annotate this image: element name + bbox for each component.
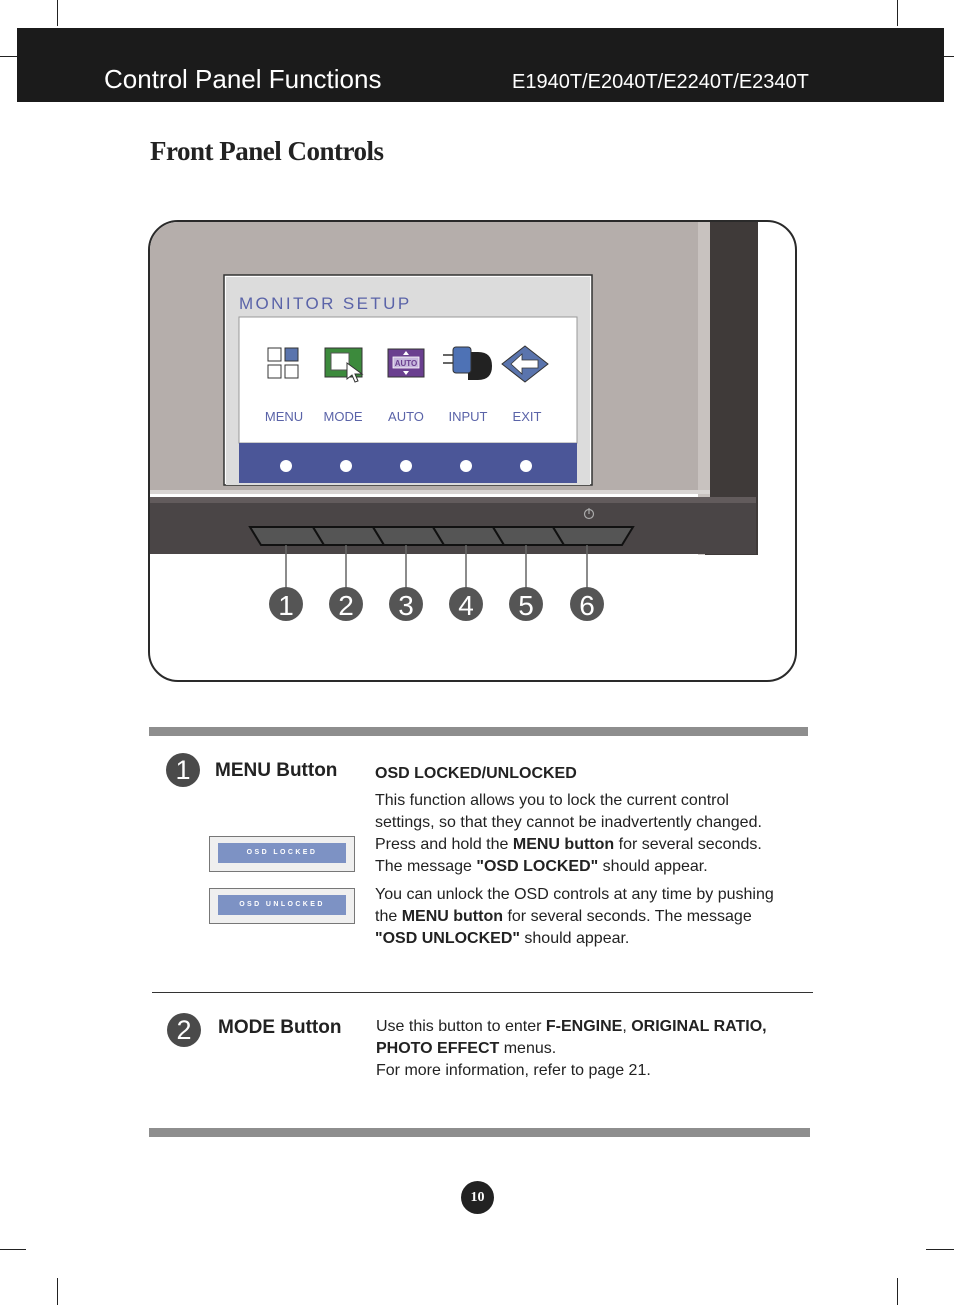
section-divider bbox=[152, 992, 813, 993]
callout-1 bbox=[269, 587, 303, 621]
callout-4 bbox=[449, 587, 483, 621]
front-panel-figure: MONITOR SETUP AUTO bbox=[148, 220, 797, 682]
page-heading: Front Panel Controls bbox=[150, 136, 384, 166]
hw-button-6-power[interactable] bbox=[551, 526, 635, 546]
power-icon bbox=[583, 508, 595, 520]
page-number: 10 bbox=[461, 1181, 494, 1214]
crop-mark bbox=[0, 1249, 26, 1250]
menu-paragraph-2: You can unlock the OSD controls at any t… bbox=[375, 886, 774, 947]
crop-mark bbox=[57, 1278, 58, 1305]
callout-2-label: 2 bbox=[338, 590, 354, 621]
exit-icon bbox=[501, 345, 549, 383]
header-models: E1940T/E2040T/E2240T/E2340T bbox=[512, 71, 809, 93]
mode-paragraph: Use this button to enter F-ENGINE, ORIGI… bbox=[376, 1018, 767, 1079]
osd-dot bbox=[400, 460, 412, 472]
osd-locked-message: OSD LOCKED bbox=[209, 836, 355, 872]
mode-icon bbox=[324, 347, 364, 383]
osd-unlocked-label: OSD UNLOCKED bbox=[218, 895, 346, 915]
front-buttons bbox=[248, 526, 635, 546]
callout-4-label: 4 bbox=[458, 590, 474, 621]
header-title: Control Panel Functions bbox=[104, 64, 382, 94]
crop-mark bbox=[897, 1278, 898, 1305]
auto-icon: AUTO bbox=[387, 348, 425, 378]
callout-3-label: 3 bbox=[398, 590, 414, 621]
callout-6 bbox=[570, 587, 604, 621]
crop-mark bbox=[57, 0, 58, 26]
section-number-1: 1 bbox=[166, 753, 200, 787]
osd-locked-label: OSD LOCKED bbox=[218, 843, 346, 863]
osd-dot bbox=[280, 460, 292, 472]
osd-label-auto: AUTO bbox=[388, 409, 424, 424]
osd-dot bbox=[460, 460, 472, 472]
mode-button-title: MODE Button bbox=[218, 1017, 342, 1038]
osd-label-menu: MENU bbox=[265, 409, 303, 424]
section-rule-top bbox=[149, 727, 808, 736]
auto-icon-label: AUTO bbox=[395, 359, 418, 368]
hw-button-5[interactable] bbox=[491, 526, 566, 546]
osd-unlocked-message: OSD UNLOCKED bbox=[209, 888, 355, 924]
osd-dot bbox=[340, 460, 352, 472]
osd-dot bbox=[520, 460, 532, 472]
osd-label-mode: MODE bbox=[324, 409, 363, 424]
callout-1-label: 1 bbox=[278, 590, 294, 621]
menu-subtitle: OSD LOCKED/UNLOCKED bbox=[375, 765, 577, 782]
crop-mark bbox=[926, 1249, 954, 1250]
menu-paragraph-1: This function allows you to lock the cur… bbox=[375, 792, 762, 875]
monitor-illustration: MONITOR SETUP AUTO bbox=[150, 222, 758, 621]
hw-button-2[interactable] bbox=[311, 526, 386, 546]
osd-title: MONITOR SETUP bbox=[239, 294, 412, 313]
hw-button-1[interactable] bbox=[248, 526, 326, 546]
callout-3 bbox=[389, 587, 423, 621]
menu-icon bbox=[267, 347, 299, 379]
callout-2 bbox=[329, 587, 363, 621]
input-icon bbox=[443, 346, 492, 380]
section-rule-bottom bbox=[149, 1128, 810, 1137]
menu-button-title: MENU Button bbox=[215, 760, 338, 781]
crop-mark bbox=[897, 0, 898, 26]
callout-5-label: 5 bbox=[518, 590, 534, 621]
header-bar: Control Panel Functions E1940T/E2040T/E2… bbox=[17, 28, 944, 102]
crop-mark bbox=[0, 56, 26, 57]
callout-5 bbox=[509, 587, 543, 621]
section-number-2: 2 bbox=[167, 1013, 201, 1047]
callout-6-label: 6 bbox=[579, 590, 595, 621]
hw-button-4[interactable] bbox=[431, 526, 506, 546]
osd-label-exit: EXIT bbox=[513, 409, 542, 424]
osd-label-input: INPUT bbox=[449, 409, 488, 424]
hw-button-3[interactable] bbox=[371, 526, 446, 546]
